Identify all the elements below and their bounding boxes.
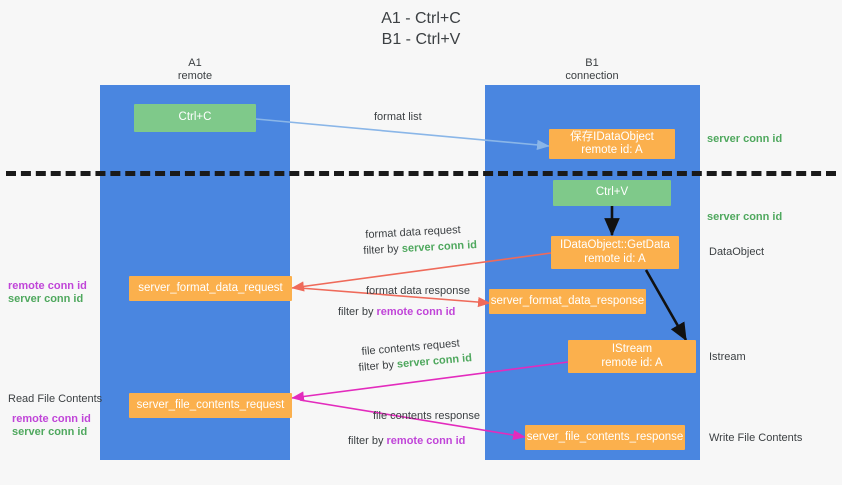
label-server-conn-id-top: server conn id	[707, 133, 783, 145]
box-server-file-contents-request[interactable]: server_file_contents_request	[129, 393, 292, 418]
page-title: A1 - Ctrl+C B1 - Ctrl+V	[381, 10, 461, 48]
filter-prefix: filter by	[348, 435, 387, 447]
label-format-data-response: format data response	[366, 285, 470, 297]
box-save-idataobject[interactable]: 保存IDataObject remote id: A	[549, 129, 675, 159]
phase-divider	[6, 171, 836, 176]
box-istream[interactable]: IStream remote id: A	[568, 340, 696, 373]
label-istream: Istream	[709, 351, 746, 363]
arrow-file-contents-response	[299, 399, 526, 441]
label-format-list: format list	[374, 111, 422, 123]
label-format-data-response-filter: filter by remote conn id	[338, 305, 455, 319]
filter-value-remote-conn-id: remote conn id	[376, 306, 456, 318]
label-read-file-contents: Read File Contents	[8, 393, 103, 405]
label-file-contents-response: file contents response	[373, 410, 481, 422]
label-dataobject: DataObject	[709, 246, 765, 258]
box-server-format-data-request[interactable]: server_format_data_request	[129, 276, 292, 301]
swimlane-a1-header: A1 remote	[177, 57, 213, 82]
label-file-contents-response-filter: filter by remote conn id	[348, 434, 465, 448]
filter-value-remote-conn-id: remote conn id	[386, 435, 466, 447]
filter-prefix: filter by	[338, 306, 377, 318]
label-remote-conn-id-2: remote conn id	[12, 413, 91, 425]
filter-prefix: filter by	[358, 358, 398, 374]
label-server-conn-id-1: server conn id	[8, 293, 84, 305]
swimlane-b1-header: B1 connection	[565, 57, 619, 82]
arrow-file-contents-request	[291, 361, 569, 402]
label-write-file-contents: Write File Contents	[709, 432, 803, 444]
arrow-getdata-to-istream	[644, 269, 688, 342]
label-remote-conn-id-1: remote conn id	[8, 280, 87, 292]
box-idataobject-getdata[interactable]: IDataObject::GetData remote id: A	[551, 236, 679, 269]
filter-prefix: filter by	[363, 242, 403, 257]
label-server-conn-id-2: server conn id	[12, 426, 88, 438]
arrow-format-list	[255, 118, 550, 150]
filter-value-server-conn-id: server conn id	[401, 239, 478, 255]
box-ctrl-v[interactable]: Ctrl+V	[553, 180, 671, 206]
arrow-format-data-request	[291, 252, 552, 292]
box-server-file-contents-response[interactable]: server_file_contents_response	[525, 425, 685, 450]
box-ctrl-c[interactable]: Ctrl+C	[134, 104, 256, 132]
arrow-format-data-response	[299, 287, 491, 308]
box-server-format-data-response[interactable]: server_format_data_response	[489, 289, 646, 314]
label-server-conn-id-mid: server conn id	[707, 211, 783, 223]
